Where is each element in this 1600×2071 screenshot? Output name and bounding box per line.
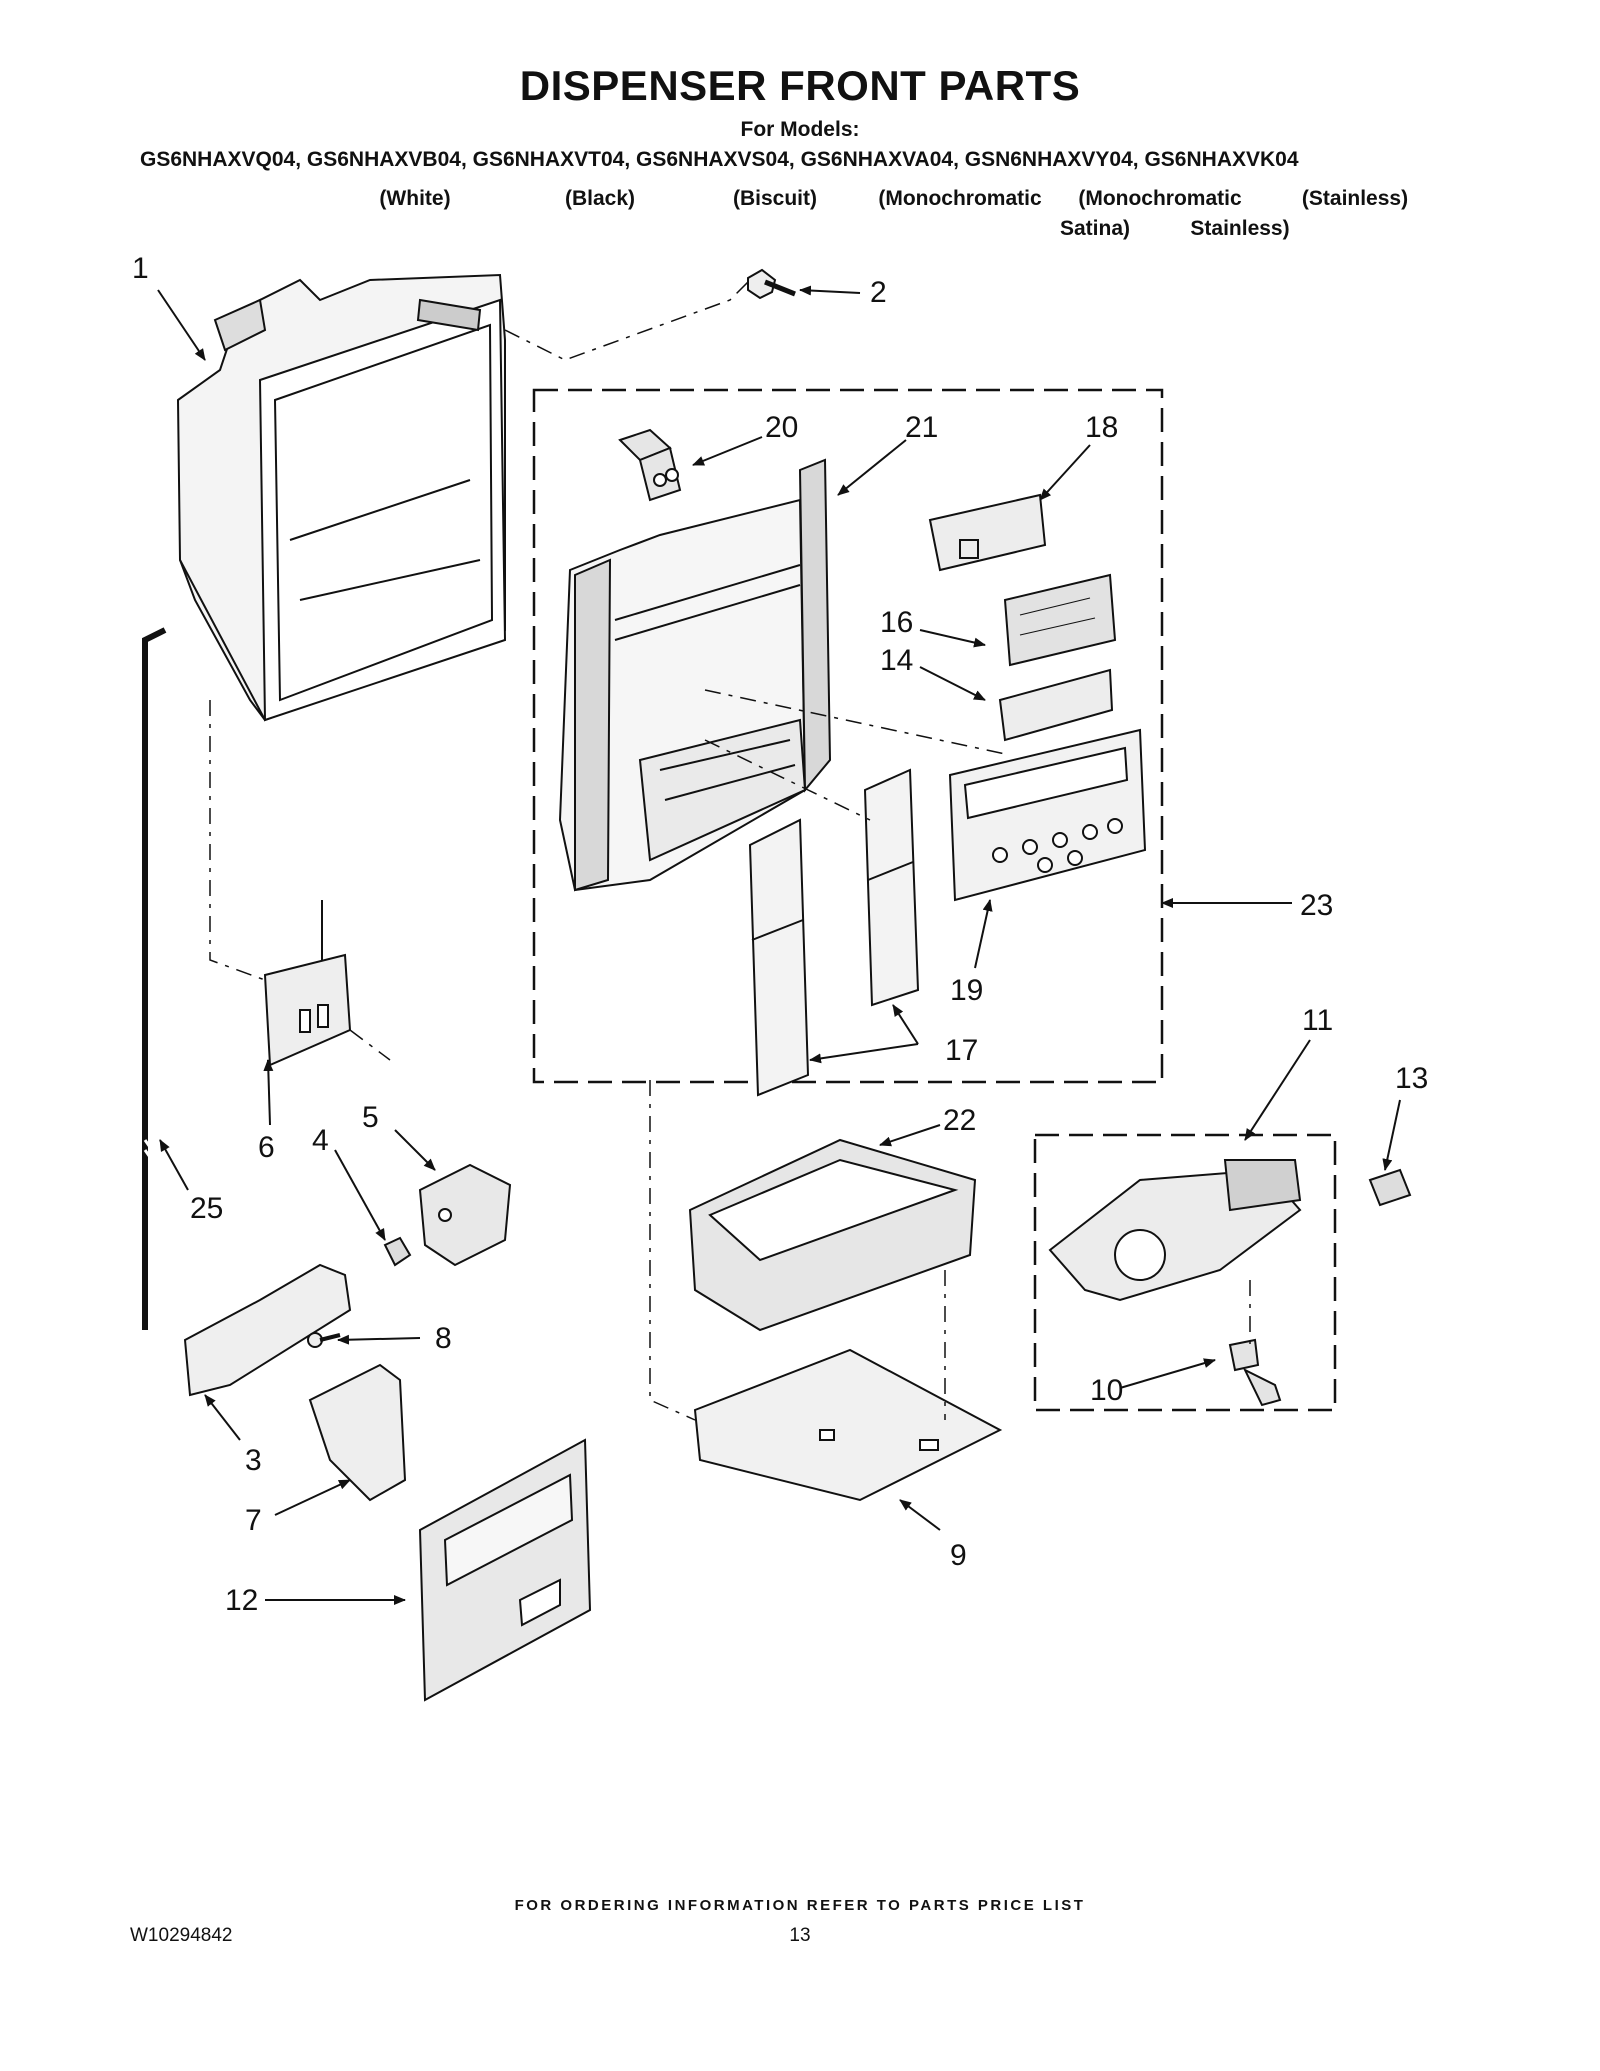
part-4-clip (383, 1236, 412, 1267)
part-25-tube (142, 627, 167, 1330)
part-1-dispenser-housing (176, 273, 507, 722)
callout-2: 2 (870, 276, 887, 309)
callout-10: 10 (1090, 1374, 1123, 1407)
variant-stainless: (Stainless) (1301, 187, 1409, 210)
callout-4: 4 (312, 1124, 329, 1157)
part-17-paddles (748, 768, 920, 1097)
part-16-control-board (1003, 573, 1117, 667)
callout-7: 7 (245, 1504, 262, 1537)
part-22-drip-tray (688, 1138, 977, 1332)
part-21-dispenser-frame (558, 458, 832, 892)
callout-6: 6 (258, 1131, 275, 1164)
callout-9: 9 (950, 1539, 967, 1572)
variant-white: (White) (379, 187, 451, 210)
part-5-motor (418, 1163, 512, 1267)
part-12-door (418, 1438, 592, 1702)
for-models-label: For Models: (740, 118, 860, 141)
callout-25: 25 (190, 1192, 223, 1225)
part-6-actuator (263, 900, 352, 1067)
part-10-water-valve (1228, 1338, 1282, 1407)
part-20-connector (618, 428, 682, 502)
callout-11: 11 (1302, 1004, 1333, 1037)
callout-8: 8 (435, 1322, 452, 1355)
callout-22: 22 (943, 1104, 976, 1137)
document-number: W10294842 (130, 1925, 233, 1946)
part-19-control-panel (948, 728, 1147, 902)
callout-14: 14 (880, 644, 913, 677)
callout-18: 18 (1085, 411, 1118, 444)
part-13-connector (1368, 1168, 1412, 1207)
control-panel-assembly-box (532, 388, 1164, 1084)
callout-5: 5 (362, 1101, 379, 1134)
callout-13: 13 (1395, 1062, 1428, 1095)
callout-19: 19 (950, 974, 983, 1007)
variant-black: (Black) (564, 187, 636, 210)
part-18-bracket (928, 493, 1047, 572)
page-title: DISPENSER FRONT PARTS (519, 62, 1081, 109)
part-3-bracket (183, 1263, 352, 1397)
callout-16: 16 (880, 606, 913, 639)
variant-biscuit: (Biscuit) (733, 187, 817, 210)
ice-chute-assembly-box (1033, 1133, 1337, 1412)
variant-monochromatic-stainless: (Monochromatic (1078, 187, 1242, 210)
page-number: 13 (789, 1925, 811, 1946)
callout-12: 12 (225, 1584, 258, 1617)
variant-satina-line2: Satina) (1059, 217, 1130, 240)
part-8-screw (307, 1332, 341, 1348)
model-numbers: GS6NHAXVQ04, GS6NHAXVB04, GS6NHAXVT04, G… (140, 148, 1299, 171)
part-11-ice-chute (1048, 1159, 1302, 1302)
part-2-screw (747, 268, 796, 300)
callout-20: 20 (765, 411, 798, 444)
part-9-tray-base (693, 1348, 1003, 1502)
variant-monochromatic-satina: (Monochromatic (878, 187, 1042, 210)
callout-1: 1 (132, 252, 149, 285)
ordering-footer: FOR ORDERING INFORMATION REFER TO PARTS … (514, 1897, 1086, 1914)
callout-23: 23 (1300, 889, 1333, 922)
part-14-board-bracket (998, 668, 1114, 742)
part-7-lever (308, 1363, 407, 1502)
callout-21: 21 (905, 411, 938, 444)
callout-17: 17 (945, 1034, 978, 1067)
callout-3: 3 (245, 1444, 262, 1477)
variant-stainless-line2: Stainless) (1190, 217, 1290, 240)
